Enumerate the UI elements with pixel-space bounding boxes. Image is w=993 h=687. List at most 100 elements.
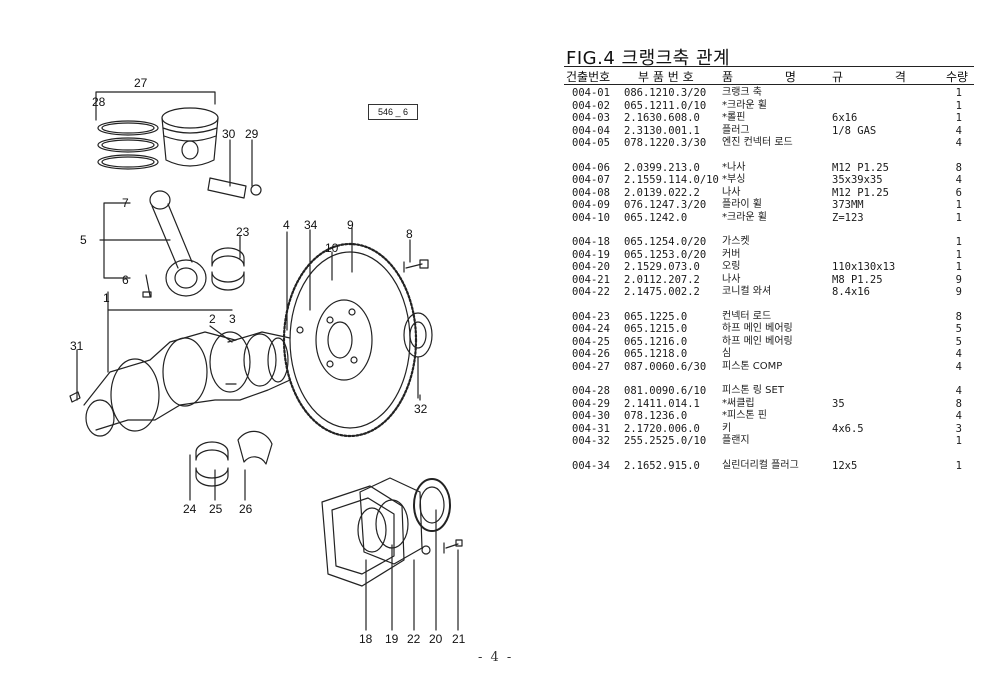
part-number: 255.2525.0/10 [624, 435, 707, 447]
part-number: 2.1529.073.0 [624, 261, 700, 273]
item-number: 004-09 [572, 199, 610, 211]
part-name: 키 [722, 422, 732, 434]
item-number: 004-18 [572, 236, 610, 248]
part-number: 087.0060.6/30 [624, 360, 707, 373]
part-number: 086.1210.3/20 [624, 87, 707, 99]
part-quantity: 1 [955, 261, 962, 273]
part-name: 엔진 컨넥터 로드 [722, 137, 793, 148]
part-number: 065.1215.0 [624, 323, 688, 335]
figure-title: FIG.4 크랭크축 관계 [566, 48, 731, 69]
part-spec: 6x16 [832, 112, 858, 124]
item-number: 004-23 [572, 310, 610, 323]
item-number: 004-24 [572, 323, 610, 335]
callout-label: 23 [236, 225, 250, 239]
part-quantity: 1 [955, 248, 962, 261]
item-number: 004-34 [572, 459, 610, 472]
part-quantity: 3 [955, 422, 962, 435]
part-quantity: 1 [955, 87, 962, 99]
part-quantity: 1 [955, 199, 962, 211]
callout-label: 18 [359, 632, 373, 646]
part-number: 065.1253.0/20 [624, 248, 707, 261]
part-name: 컨넥터 로드 [722, 310, 772, 322]
part-name: 커버 [722, 248, 741, 260]
part-name: 크랭크 축 [722, 87, 762, 98]
callout-label: 1 [103, 291, 110, 305]
callout-label: 24 [183, 502, 197, 516]
header-part-no: 부 품 번 호 [638, 70, 694, 84]
part-spec: 35 [832, 397, 845, 410]
page-number: - 4 - [478, 650, 514, 665]
part-spec: Z=123 [832, 211, 864, 224]
item-number: 004-20 [572, 261, 610, 273]
item-number: 004-31 [572, 422, 610, 435]
part-name: *나사 [722, 161, 746, 173]
part-number: 078.1220.3/30 [624, 137, 707, 149]
parts-row: 004-05 078.1220.3/30 엔진 컨넥터 로드 4 [564, 137, 974, 149]
callout-label: 30 [222, 127, 236, 141]
item-number: 004-05 [572, 137, 610, 149]
header-qty: 수량 [946, 70, 969, 84]
part-spec: 4x6.5 [832, 422, 864, 435]
callout-label: 19 [385, 632, 399, 646]
parts-row: 004-19 065.1253.0/20 커버 1 [564, 249, 974, 261]
part-quantity: 1 [955, 211, 962, 224]
callout-label: 9 [347, 218, 354, 232]
part-number: 2.1630.608.0 [624, 112, 700, 124]
item-number: 004-19 [572, 248, 610, 261]
part-quantity: 4 [955, 174, 962, 186]
callout-label: 10 [325, 241, 339, 255]
part-spec: 1/8 GAS [832, 124, 877, 137]
part-name: 하프 메인 베어링 [722, 323, 793, 334]
callout-label: 5 [80, 233, 87, 247]
part-name: 플러그 [722, 124, 750, 136]
part-quantity: 6 [955, 186, 962, 199]
part-number: 2.1475.002.2 [624, 286, 700, 298]
part-quantity: 4 [955, 137, 962, 149]
part-spec: 35x39x35 [832, 174, 883, 186]
item-number: 004-27 [572, 360, 610, 373]
part-quantity: 5 [955, 323, 962, 335]
item-number: 004-01 [572, 87, 610, 99]
callout-label: 27 [134, 76, 148, 90]
part-spec: M12 P1.25 [832, 186, 889, 199]
part-name: 실린더리컬 플러그 [722, 459, 799, 471]
callout-label: 34 [304, 218, 318, 232]
part-quantity: 8 [955, 397, 962, 410]
item-number: 004-22 [572, 286, 610, 298]
callout-label: 22 [407, 632, 421, 646]
part-spec: 373MM [832, 199, 864, 211]
figure-reference-code: 546 _ 6 [368, 104, 418, 120]
part-spec: 110x130x13 [832, 261, 896, 273]
part-quantity: 4 [955, 385, 962, 397]
header-item-no: 건출번호 [566, 70, 611, 84]
part-name: 피스톤 링 SET [722, 385, 784, 396]
item-number: 004-03 [572, 112, 610, 124]
part-quantity: 9 [955, 286, 962, 298]
part-number: 076.1247.3/20 [624, 199, 707, 211]
part-name: 나사 [722, 186, 741, 198]
part-number: 2.0399.213.0 [624, 161, 700, 174]
callout-label: 28 [92, 95, 106, 109]
item-number: 004-25 [572, 335, 610, 348]
callout-label: 6 [122, 273, 129, 287]
callout-label: 2 [209, 312, 216, 326]
part-number: 065.1254.0/20 [624, 236, 707, 248]
header-name: 품 명 [722, 70, 796, 84]
part-spec: 12x5 [832, 459, 858, 472]
part-number: 065.1216.0 [624, 335, 688, 348]
item-number: 004-04 [572, 124, 610, 137]
